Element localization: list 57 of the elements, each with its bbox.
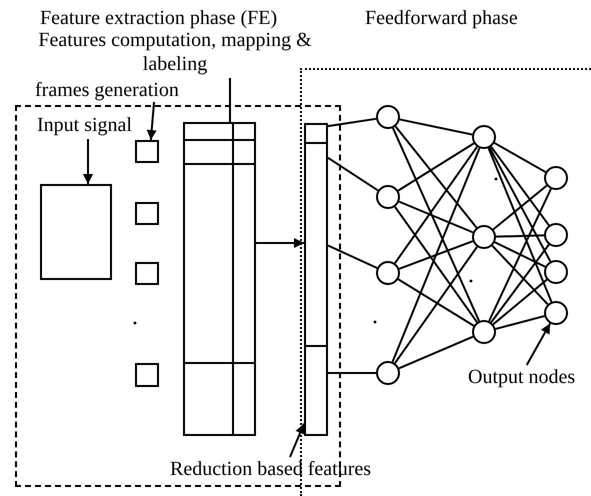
neuron-circle (544, 260, 568, 284)
connection-line (328, 244, 378, 269)
connection-line (490, 244, 550, 323)
connection-line (328, 372, 376, 374)
connection-line (398, 336, 474, 370)
connection-line (492, 278, 548, 326)
connection-line (495, 315, 545, 330)
connection-line (392, 148, 480, 362)
connection-line (394, 206, 478, 323)
frame-square (135, 140, 159, 163)
connection-line (394, 146, 478, 264)
leader-arrow (146, 102, 157, 140)
neuron-circle (376, 261, 400, 285)
neuron-circle (376, 185, 400, 209)
annotation-text: frames generation (35, 78, 195, 102)
connection-line (488, 148, 552, 302)
phase-heading: Feature extraction phase (FE) (40, 6, 278, 30)
connection-line (400, 118, 472, 136)
leader-arrow (289, 423, 305, 458)
annotation-text: Input signal (37, 113, 147, 139)
neuron-circle (544, 166, 568, 190)
neuron-circle (376, 361, 400, 385)
connection-line (394, 246, 478, 364)
frame-square (135, 202, 159, 225)
connection-line (494, 142, 546, 173)
neuron-circle (472, 320, 496, 344)
connection-line (492, 245, 548, 305)
connection-line (490, 146, 550, 226)
arrow (256, 238, 304, 248)
connection-line (488, 188, 552, 322)
phase-heading: Feedforward phase (365, 6, 518, 30)
connection-line (328, 118, 376, 128)
connection-line (398, 200, 474, 234)
frame-square (135, 363, 159, 387)
connection-line (496, 234, 544, 238)
neuron-circle (472, 125, 496, 149)
annotation-text: Output nodes (468, 365, 591, 389)
frame-square (135, 262, 159, 285)
connection-line (327, 157, 378, 192)
connection-line (398, 142, 474, 192)
connection-line (394, 126, 478, 228)
neuron-circle (376, 105, 400, 129)
leader-arrow (526, 322, 551, 366)
leader-arrow (83, 139, 93, 184)
connection-line (488, 147, 552, 262)
connection-line (398, 278, 474, 327)
connection-line (492, 184, 548, 230)
neuron-circle (544, 301, 568, 325)
leader-line (229, 78, 231, 122)
feature-table (183, 122, 256, 436)
connection-line (392, 128, 480, 322)
connection-line (398, 240, 474, 270)
signal-box (40, 184, 112, 280)
neuron-circle (472, 225, 496, 249)
connection-line (494, 241, 546, 268)
neuron-circle (544, 223, 568, 247)
feature-column (304, 123, 328, 436)
